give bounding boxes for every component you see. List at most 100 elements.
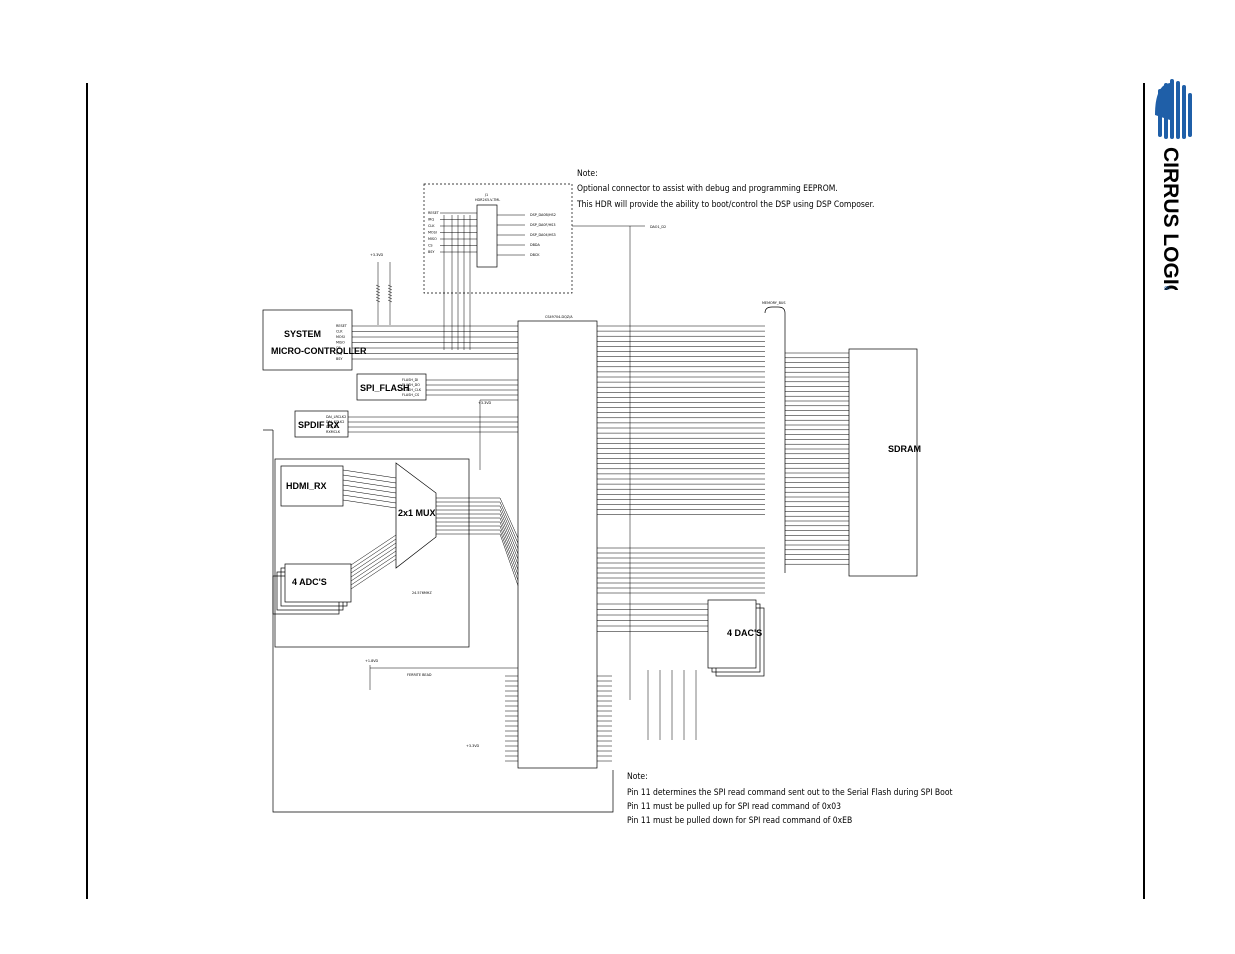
adcs-label: 4 ADC'S — [292, 577, 327, 587]
bottom-note-heading: Note: — [627, 772, 648, 782]
right-border-line — [1143, 83, 1145, 899]
wire — [342, 479, 397, 489]
top-note-line2: This HDR will provide the ability to boo… — [576, 200, 874, 210]
spi-flash-label: SPI_FLASH — [360, 383, 410, 393]
memory-bus — [764, 306, 786, 573]
header-pin-label: MOSI — [428, 231, 437, 235]
header-pin-label: BSY — [428, 250, 435, 254]
wire — [387, 287, 393, 291]
flash-pin-label: FLASH_DI — [402, 378, 418, 382]
wire — [342, 494, 397, 504]
wire — [350, 550, 397, 582]
cirrus-logic-logo: CIRRUS LOGIC ® — [1155, 79, 1192, 290]
header-out-label: DSP_DA04/HS3 — [530, 233, 556, 237]
rail-3v3-label-c: +3.3VD — [466, 744, 480, 748]
wire — [342, 469, 397, 479]
header-pin-label: MISO — [428, 237, 437, 241]
header-out-label: DSP_DA0B/HS2 — [530, 213, 556, 217]
left-border-line — [86, 83, 88, 899]
header-pin-label: RESET — [428, 211, 440, 215]
adc-block — [284, 563, 352, 603]
top-note-line1: Optional connector to assist with debug … — [577, 184, 838, 194]
header-pin-label: CLK — [428, 224, 435, 228]
micro-pin-label: CS — [336, 346, 341, 350]
micro-pin-label: MOSI — [336, 335, 345, 339]
dac-block — [707, 599, 757, 669]
header-out-label: DBCK — [530, 253, 540, 257]
spdif-rx-block — [294, 410, 349, 438]
wire — [342, 484, 397, 494]
bottom-note-line1: Pin 11 determines the SPI read command s… — [627, 788, 953, 798]
dsp-chip — [517, 320, 598, 769]
spdif-pin-label: DAI_D4 — [326, 425, 338, 429]
micro-pin-label: BSY — [336, 357, 343, 361]
mux-block — [395, 462, 437, 569]
wire — [342, 499, 397, 509]
wire — [375, 299, 381, 303]
micro-pin-label: MISO — [336, 341, 345, 345]
wire — [350, 534, 397, 566]
wire — [375, 296, 381, 300]
wire — [499, 521, 519, 570]
wire — [375, 287, 381, 291]
wire — [387, 290, 393, 294]
wire — [350, 538, 397, 570]
wire — [499, 513, 519, 560]
wire — [342, 489, 397, 499]
ferrite-label: FERRITE BEAD — [407, 673, 432, 677]
micro-pin-label: IRQ — [336, 352, 342, 356]
wire — [350, 542, 397, 574]
spi-flash-block — [356, 373, 427, 401]
sdram-label: SDRAM — [888, 444, 921, 454]
wire — [375, 284, 381, 288]
top-note-heading: Note: — [577, 169, 598, 179]
rail-1v8-label: +1.8VD — [365, 659, 379, 663]
wire — [499, 509, 519, 554]
micro-pin-label: CLK — [336, 330, 343, 334]
wire — [350, 546, 397, 578]
wire — [387, 293, 393, 297]
wire — [350, 554, 397, 586]
micro-label-line1: SYSTEM — [284, 329, 321, 339]
spdif-pin-label: DAI_SCLK2 — [326, 420, 344, 424]
logo-registered-mark: ® — [1162, 285, 1170, 290]
flash-pin-label: FLASH_CS — [402, 393, 419, 397]
rail-3v3-label-b: +3.3VD — [478, 401, 492, 405]
wire — [499, 501, 519, 544]
logo-wordmark: CIRRUS LOGIC — [1159, 147, 1182, 290]
dsp-part-label: CS49704-DQZ/A — [545, 315, 573, 319]
wire — [375, 290, 381, 294]
micro-label-line2: MICRO-CONTROLLER — [271, 346, 367, 356]
header-j1 — [476, 204, 498, 268]
rail-3v3-label-a: +3.3VD — [370, 253, 384, 257]
wire — [387, 299, 393, 303]
wire — [499, 517, 519, 565]
wire — [350, 558, 397, 590]
flash-pin-label: FLASH_DO — [402, 383, 420, 387]
spdif-pin-label: DAI_LRCLK2 — [326, 415, 346, 419]
flash-pin-label: FLASH_CLK — [402, 388, 422, 392]
spdif-pin-label: RXMCLK — [326, 430, 341, 434]
bottom-note-line2: Pin 11 must be pulled up for SPI read co… — [627, 802, 841, 812]
micro-controller-block — [262, 309, 353, 371]
memory-bus-label: MEMORY_BUS — [762, 301, 786, 305]
wire — [387, 296, 393, 300]
wire — [499, 533, 519, 586]
header-pin-label: CS — [428, 244, 433, 248]
dao-net-label: DAO1_D2 — [650, 225, 666, 229]
wire — [499, 497, 519, 539]
spdif-label: SPDIF RX — [298, 420, 340, 430]
hdmi-rx-block — [280, 465, 344, 507]
micro-pin-label: RESET — [336, 324, 348, 328]
bottom-note-line3: Pin 11 must be pulled down for SPI read … — [627, 816, 852, 826]
wire — [499, 529, 519, 581]
mux-label: 2x1 MUX — [398, 508, 436, 518]
wire — [499, 525, 519, 576]
audio-input-group-box — [274, 458, 470, 648]
wire — [387, 284, 393, 288]
header-out-label: DBDA — [530, 243, 540, 247]
header-pin-label: IRQ — [428, 218, 434, 222]
header-ref-label: J1 — [484, 193, 488, 197]
header-part-label: HDR2X5-V-TML — [475, 198, 500, 202]
